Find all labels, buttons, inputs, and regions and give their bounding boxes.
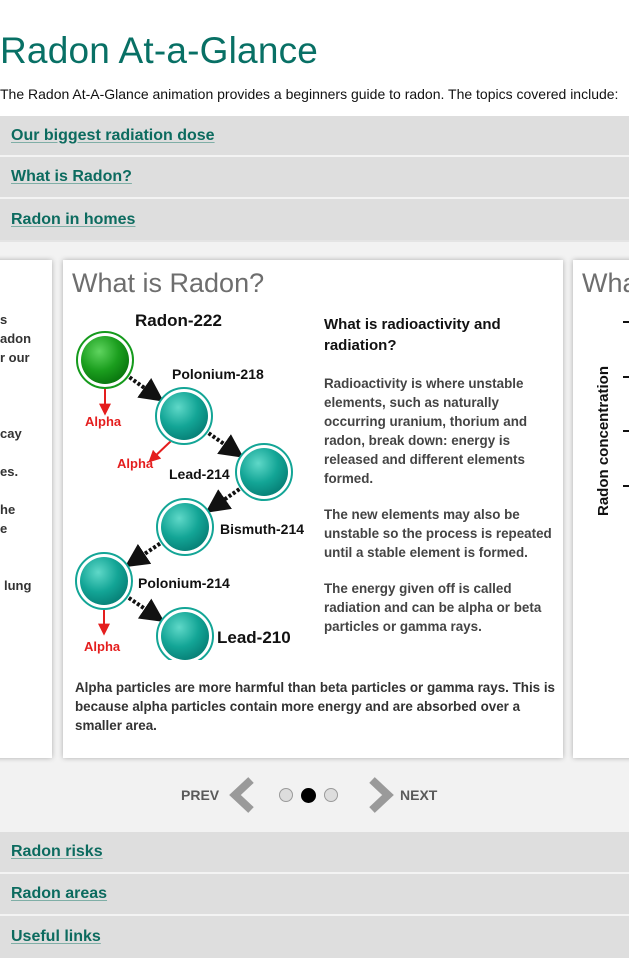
topic-link-our-biggest-radiation-dose[interactable]: Our biggest radiation dose xyxy=(11,126,215,144)
element-circle xyxy=(81,336,129,384)
explanation-paragraph: The energy given off is called radiation… xyxy=(324,581,542,634)
decay-arrow xyxy=(124,541,162,568)
slide-text-fragment: r our xyxy=(0,350,30,365)
slide-text-fragment: s xyxy=(0,312,8,327)
alpha-harm-note: Alpha particles are more harmful than be… xyxy=(75,680,555,733)
next-slide-peek[interactable]: Wha Radon concentration xyxy=(573,260,629,758)
element-circle xyxy=(161,612,209,660)
chevron-right-icon xyxy=(369,777,394,813)
element-circle xyxy=(240,448,288,496)
explanation-paragraph: The new elements may also be unstable so… xyxy=(324,507,552,560)
element-circle xyxy=(161,503,209,551)
next-slide-title-fragment: Wha xyxy=(582,268,629,298)
topic-item: What is Radon? xyxy=(0,157,629,199)
alpha-label: Alpha xyxy=(117,456,154,471)
decay-arrow xyxy=(127,596,165,623)
next-button[interactable]: NEXT xyxy=(362,762,437,828)
topic-link-radon-in-homes[interactable]: Radon in homes xyxy=(11,211,136,228)
topic-link-what-is-radon[interactable]: What is Radon? xyxy=(11,168,132,185)
intro-text: The Radon At-A-Glance animation provides… xyxy=(0,86,619,102)
element-circle xyxy=(80,557,128,605)
slide-text-fragment: cay xyxy=(0,426,22,441)
element-label: Bismuth-214 xyxy=(220,521,304,537)
alpha-label: Alpha xyxy=(85,414,122,429)
topic-list-top: Our biggest radiation dose What is Radon… xyxy=(0,116,629,241)
pager-dot[interactable] xyxy=(279,788,293,802)
previous-slide-peek[interactable]: s adon r our cay es. he e lung xyxy=(0,260,52,758)
decay-arrow xyxy=(128,375,164,402)
prev-label: PREV xyxy=(181,787,220,803)
topic-item: Radon risks xyxy=(0,832,629,874)
topic-link-radon-areas[interactable]: Radon areas xyxy=(11,885,108,902)
topic-list-bottom: Radon risks Radon areas Useful links xyxy=(0,832,629,958)
topic-item: Our biggest radiation dose xyxy=(0,116,629,157)
prev-button[interactable]: PREV xyxy=(181,762,261,828)
element-label: Polonium-214 xyxy=(138,575,230,591)
explanation-heading: What is radioactivity and radiation? xyxy=(324,316,501,354)
topic-item: Radon areas xyxy=(0,874,629,916)
pager-dot[interactable] xyxy=(301,787,316,803)
pager-dot[interactable] xyxy=(324,788,338,802)
current-slide: What is Radon? xyxy=(63,260,563,758)
axis-tick xyxy=(623,485,629,487)
axis-tick xyxy=(623,430,629,432)
radon-concentration-axis-label: Radon concentration xyxy=(595,365,612,516)
chevron-left-icon xyxy=(229,777,254,813)
element-label: Lead-210 xyxy=(217,628,291,647)
decay-nodes: Radon-222Polonium-218Lead-214Bismuth-214… xyxy=(75,311,304,660)
alpha-label: Alpha xyxy=(84,639,121,654)
radioactivity-explanation: What is radioactivity and radiation? Rad… xyxy=(324,314,554,636)
slide-text-fragment: lung xyxy=(4,578,32,593)
topic-link-useful-links[interactable]: Useful links xyxy=(11,928,101,945)
element-label: Polonium-218 xyxy=(172,366,264,382)
topic-item: Radon in homes xyxy=(0,199,629,241)
next-label: NEXT xyxy=(400,787,438,803)
alpha-arrow xyxy=(148,440,172,463)
slide-text-fragment: adon xyxy=(0,331,32,346)
slide-text-fragment: e xyxy=(0,521,8,536)
decay-arrow xyxy=(205,487,241,513)
element-circle xyxy=(160,392,208,440)
element-label: Radon-222 xyxy=(135,311,222,330)
decay-arrow xyxy=(207,431,244,458)
element-label: Lead-214 xyxy=(169,466,230,482)
slide-title: What is Radon? xyxy=(72,268,265,298)
axis-tick xyxy=(623,376,629,378)
topic-link-radon-risks[interactable]: Radon risks xyxy=(11,843,103,860)
slide-text-fragment: he xyxy=(0,502,16,517)
slide-carousel: s adon r our cay es. he e lung What is R… xyxy=(0,240,629,832)
carousel-navigation: PREV NEXT xyxy=(0,762,629,828)
page-title: Radon At-a-Glance xyxy=(0,30,319,71)
explanation-paragraph: Radioactivity is where unstable elements… xyxy=(324,376,528,486)
pager-dots xyxy=(279,787,338,803)
slide-text-fragment: es. xyxy=(0,464,19,479)
axis-tick xyxy=(623,321,629,323)
topic-item: Useful links xyxy=(0,916,629,958)
